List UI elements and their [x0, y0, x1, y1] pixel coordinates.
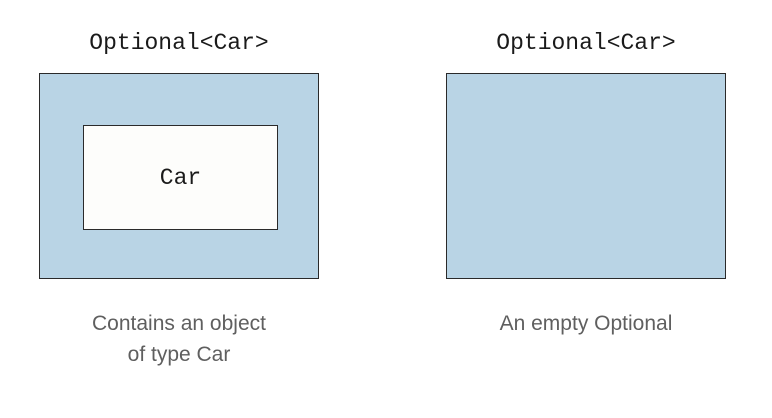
right-optional-box: [446, 73, 726, 279]
car-object-label: Car: [159, 164, 202, 191]
left-caption-line-1: Contains an object: [92, 312, 266, 335]
left-caption: Contains an object of type Car: [39, 308, 319, 370]
right-optional-title: Optional<Car>: [496, 30, 676, 56]
left-optional-title: Optional<Car>: [89, 30, 269, 56]
right-caption-text: An empty Optional: [499, 312, 673, 335]
left-caption-line-2: of type Car: [127, 343, 231, 366]
left-optional-box: Car: [39, 73, 319, 279]
right-caption: An empty Optional: [446, 308, 726, 339]
car-object-box: Car: [83, 125, 278, 230]
